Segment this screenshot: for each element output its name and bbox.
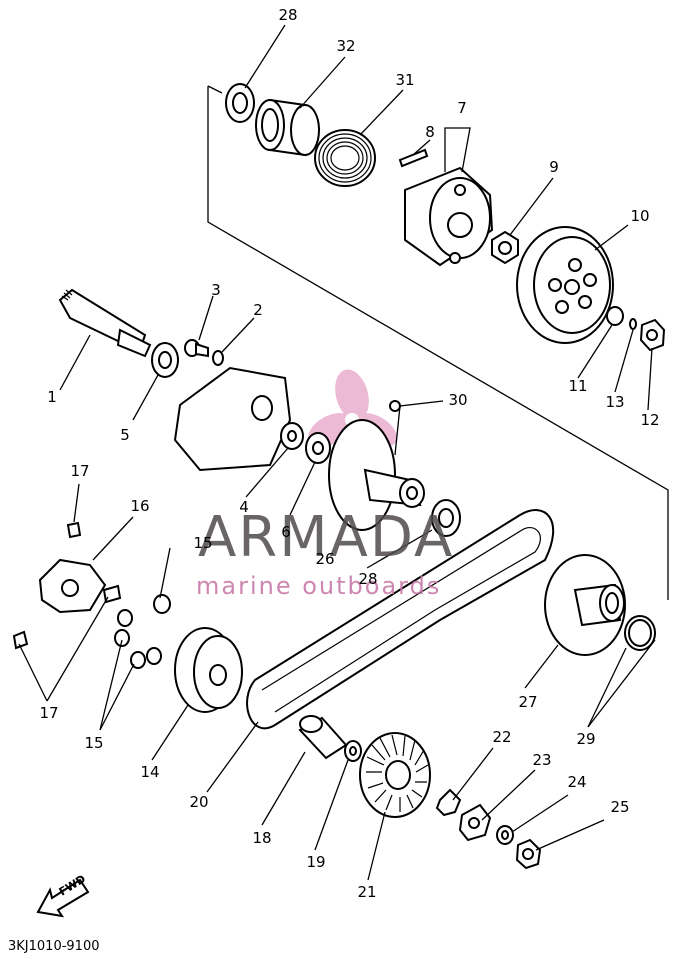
callout-13: 13 [605, 393, 624, 411]
callout-28-lower: 28 [358, 570, 377, 588]
one-way-clutch-part [458, 803, 492, 842]
compression-spring-part [314, 129, 376, 187]
fwd-arrow-icon: FWD [36, 872, 90, 918]
primary-sliding-sheave-part [174, 627, 243, 713]
callout-2: 2 [253, 301, 263, 319]
callout-28-top: 28 [278, 6, 297, 24]
toothed-washer-part [435, 788, 462, 817]
cam-plate-part [38, 558, 107, 614]
callout-15-bottom: 15 [84, 734, 103, 752]
callout-17-bottom: 17 [39, 704, 58, 722]
watermark-brand: ARMADA [198, 505, 454, 570]
circlip-part [624, 615, 656, 651]
callout-11: 11 [568, 377, 587, 395]
oil-seal-part [225, 83, 255, 123]
plain-washer-part [496, 825, 514, 845]
transmission-case-part [173, 366, 292, 472]
primary-collar-part [298, 715, 348, 760]
callout-19: 19 [306, 853, 325, 871]
leader-lines [18, 24, 656, 881]
thrust-washer-part [280, 422, 304, 450]
callout-4: 4 [239, 498, 249, 516]
diagram-code: 3KJ1010-9100 [8, 939, 100, 954]
bolt-part [184, 339, 209, 358]
v-belt-part [246, 509, 555, 729]
callout-25: 25 [610, 798, 629, 816]
callout-17-top: 17 [70, 462, 89, 480]
callout-12: 12 [640, 411, 659, 429]
o-ring-part [629, 318, 637, 330]
primary-fixed-sheave-fan-part [359, 732, 431, 818]
primary-shaft-part [58, 288, 152, 358]
bearing-part [151, 342, 179, 378]
clutch-housing-part [516, 226, 614, 344]
callout-21: 21 [357, 883, 376, 901]
callout-10: 10 [630, 207, 649, 225]
callout-1: 1 [47, 388, 57, 406]
callout-23: 23 [532, 751, 551, 769]
nut-part [491, 230, 519, 265]
weight-roller-part [114, 594, 171, 669]
secondary-fixed-sheave-part [544, 554, 626, 656]
callout-9: 9 [549, 158, 559, 176]
clutch-group-bracket [207, 85, 669, 600]
callout-24: 24 [567, 773, 586, 791]
callout-16: 16 [130, 497, 149, 515]
watermark-tagline: marine outboards [196, 572, 441, 600]
pin-part [398, 148, 429, 168]
callout-18: 18 [252, 829, 271, 847]
callout-22: 22 [492, 728, 511, 746]
callout-15-top: 15 [193, 534, 212, 552]
callout-32: 32 [336, 37, 355, 55]
washer-part [212, 350, 224, 366]
callout-27: 27 [518, 693, 537, 711]
guide-pin-part [389, 400, 401, 412]
callout-3: 3 [211, 281, 221, 299]
clutch-carrier-part [404, 166, 494, 267]
callout-20: 20 [189, 793, 208, 811]
oil-seal-lower-part [431, 499, 461, 537]
small-collar-part [606, 306, 624, 326]
callout-5: 5 [120, 426, 130, 444]
callout-30: 30 [448, 391, 467, 409]
seal-part [305, 432, 331, 464]
callout-7: 7 [457, 99, 467, 117]
callout-8: 8 [425, 123, 435, 141]
secondary-sliding-sheave-part [328, 419, 425, 531]
callout-31: 31 [395, 71, 414, 89]
callout-6: 6 [281, 523, 291, 541]
callout-14: 14 [140, 763, 159, 781]
lock-nut-part [639, 318, 666, 352]
primary-washer-part [344, 740, 362, 762]
nut-end-part [515, 838, 542, 870]
callout-29: 29 [576, 730, 595, 748]
collar-part [255, 98, 320, 157]
callout-26: 26 [315, 550, 334, 568]
